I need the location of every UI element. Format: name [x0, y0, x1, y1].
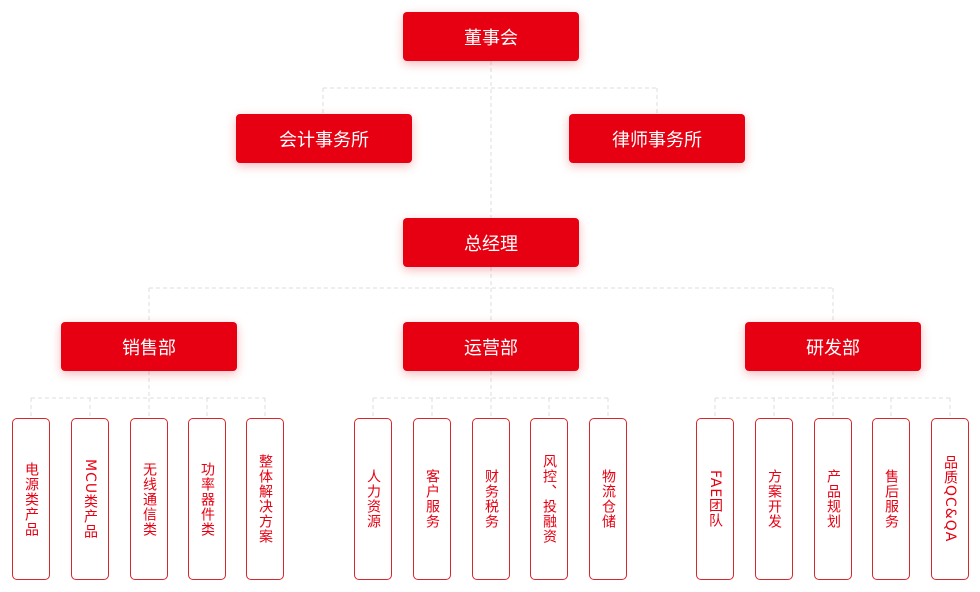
leaf-label: 电源类产品	[23, 461, 39, 537]
leaf-label: 方案开发	[766, 469, 782, 529]
leaf-logistics: 物流仓储	[589, 418, 627, 580]
leaf-label: 风控、投融资	[541, 454, 557, 544]
leaf-wireless: 无线通信类	[130, 418, 168, 580]
general-manager-node: 总经理	[403, 218, 579, 267]
leaf-power-products: 电源类产品	[12, 418, 50, 580]
leaf-label: 品质QC&QA	[942, 455, 958, 543]
leaf-hr: 人力资源	[354, 418, 392, 580]
leaf-label: 整体解决方案	[257, 454, 273, 544]
law-firm-node: 律师事务所	[569, 114, 745, 163]
connector-rnd-leaves	[714, 371, 951, 418]
leaf-label: 客户服务	[424, 469, 440, 529]
connector-ops-leaves	[372, 371, 609, 418]
leaf-label: 人力资源	[365, 469, 381, 529]
board-node: 董事会	[403, 12, 579, 61]
connector-gm-departments	[148, 267, 834, 322]
leaf-mcu-products: MCU类产品	[71, 418, 109, 580]
leaf-label: 无线通信类	[141, 461, 157, 537]
leaf-finance-tax: 财务税务	[472, 418, 510, 580]
leaf-total-solutions: 整体解决方案	[246, 418, 284, 580]
connector-sales-leaves	[30, 371, 266, 418]
leaf-after-sales: 售后服务	[872, 418, 910, 580]
operations-department-node: 运营部	[403, 322, 579, 371]
leaf-label: MCU类产品	[82, 458, 98, 540]
leaf-product-planning: 产品规划	[814, 418, 852, 580]
leaf-label: FAE团队	[707, 469, 723, 529]
leaf-customer-service: 客户服务	[413, 418, 451, 580]
leaf-solution-dev: 方案开发	[755, 418, 793, 580]
leaf-risk-investment: 风控、投融资	[530, 418, 568, 580]
leaf-label: 财务税务	[483, 469, 499, 529]
leaf-label: 功率器件类	[199, 461, 215, 537]
rnd-department-node: 研发部	[745, 322, 921, 371]
leaf-label: 售后服务	[883, 469, 899, 529]
leaf-power-devices: 功率器件类	[188, 418, 226, 580]
connector-advisors	[322, 87, 658, 114]
leaf-label: 产品规划	[825, 469, 841, 529]
leaf-quality: 品质QC&QA	[931, 418, 969, 580]
leaf-fae-team: FAE团队	[696, 418, 734, 580]
sales-department-node: 销售部	[61, 322, 237, 371]
leaf-label: 物流仓储	[600, 469, 616, 529]
accounting-firm-node: 会计事务所	[236, 114, 412, 163]
